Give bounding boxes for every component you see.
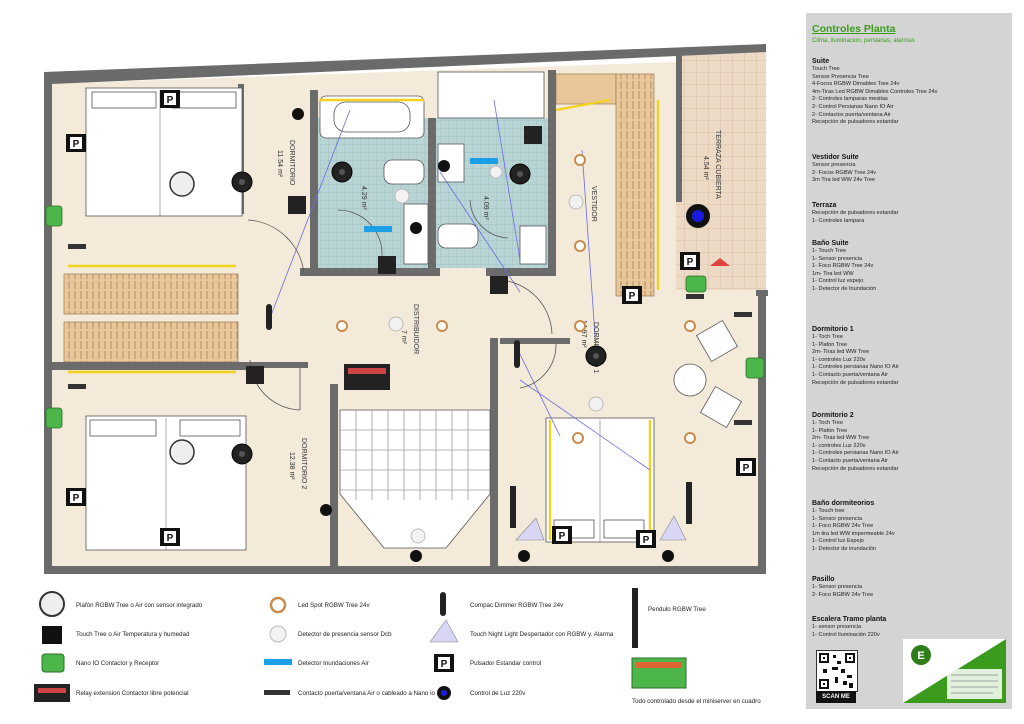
legend-label: Todo controlado desde el miniserver en c… xyxy=(632,698,761,705)
nano-io-icon xyxy=(45,205,765,429)
push-button-icon xyxy=(66,90,756,548)
legend-label: Contacto puerta/ventana Air o cableado a… xyxy=(298,690,435,697)
svg-text:P: P xyxy=(629,291,636,302)
svg-text:P: P xyxy=(643,535,650,546)
dormitorio-2-area: 12.38 m² xyxy=(288,452,295,480)
dormitorio-area: 11.54 m² xyxy=(276,150,283,178)
dimmer-icon xyxy=(440,592,446,616)
terraza-label: TERRAZA CUBIERTA xyxy=(714,130,721,199)
dimmer-icon xyxy=(266,304,520,368)
pendant-icon xyxy=(510,482,692,528)
legend-label: Nano IO Contactor y Receptor xyxy=(76,660,160,667)
qr-code[interactable] xyxy=(816,650,858,692)
dormitorio-label: DORMITORIO xyxy=(288,140,295,186)
company-logo: E xyxy=(903,639,1006,703)
legend-label: Detector de presencia sensor Dcb xyxy=(298,631,392,638)
touch-tree-icon xyxy=(246,126,542,384)
plafon-icon xyxy=(39,591,65,617)
panel-title: Controles Planta xyxy=(812,23,896,35)
distribuidor-area: 7 m² xyxy=(400,330,407,345)
door-contact-icon xyxy=(68,244,752,425)
svg-text:P: P xyxy=(167,95,174,106)
terrace-arrow xyxy=(710,258,730,266)
svg-text:P: P xyxy=(73,139,80,150)
plafon-icon xyxy=(169,171,195,465)
svg-text:P: P xyxy=(73,493,80,504)
bano-2-area: 4.09 m² xyxy=(482,196,489,220)
legend-label: Led Spot RGBW Tree 24v xyxy=(298,602,370,609)
bano-1-area: 4.29 m² xyxy=(360,186,367,210)
flood-detector-icon xyxy=(264,659,292,665)
legend-label: Compac Dimmer RGBW Tree 24v xyxy=(470,602,564,609)
dormitorio-1-area: 14.97 m² xyxy=(580,320,587,348)
legend-label: Plafón RGBW Tree o Air con sensor integr… xyxy=(76,602,203,609)
terraza-area: 4.54 m² xyxy=(702,156,709,180)
pendant-icon xyxy=(632,588,638,648)
presence-detector-icon xyxy=(388,165,604,544)
distribuidor-label: DISTRIBUIDOR xyxy=(412,304,419,354)
scan-me-label: SCAN ME xyxy=(816,691,856,703)
nano-io-icon xyxy=(41,653,65,673)
section-escalera: Escalera Tramo planta 1- sensor presenci… xyxy=(812,616,887,638)
night-light-icon xyxy=(429,619,459,643)
svg-text:P: P xyxy=(687,257,694,268)
section-terraza: Terraza Recepción de pulsadores estandar… xyxy=(812,202,899,224)
presence-detector-icon xyxy=(269,625,287,643)
led-spot-icon xyxy=(336,154,696,444)
svg-text:P: P xyxy=(743,463,750,474)
svg-text:P: P xyxy=(167,533,174,544)
legend-label: Touch Night Light Despertador con RGBW y… xyxy=(470,631,614,638)
legend-label: Pulsador Estandar control xyxy=(470,660,542,667)
legend-label: Touch Tree o Air Temperatura y humedad xyxy=(76,631,190,638)
svg-text:P: P xyxy=(559,531,566,542)
light-control-icon xyxy=(292,108,710,562)
dormitorio-2-label: DORMITORIO 2 xyxy=(300,438,307,489)
door-contact-icon xyxy=(264,690,290,695)
legend-label: Pendulo RGBW Tree xyxy=(648,606,706,613)
relay-extension-icon xyxy=(344,364,390,390)
legend-label: Relay extension Contactor libre potencia… xyxy=(76,690,189,697)
flood-detector-icon xyxy=(470,158,498,164)
panel-subtitle: Clima, iluminacion, persianas, alarmas xyxy=(812,38,915,44)
night-light-icon xyxy=(515,515,687,541)
svg-text:P: P xyxy=(441,659,448,670)
legend-label: Detector Inundaciones Air xyxy=(298,660,369,667)
touch-tree-icon xyxy=(42,626,62,644)
flood-detector-icon xyxy=(364,226,392,232)
terrace-area xyxy=(676,50,766,290)
legend-label: Control de Luz 220v xyxy=(470,690,526,697)
controls-panel: Controles Planta Clima, iluminacion, per… xyxy=(806,13,1012,709)
svg-text:E: E xyxy=(917,650,924,662)
vestidor-label: VESTIDOR xyxy=(590,186,597,222)
led-spot-icon xyxy=(269,596,287,614)
